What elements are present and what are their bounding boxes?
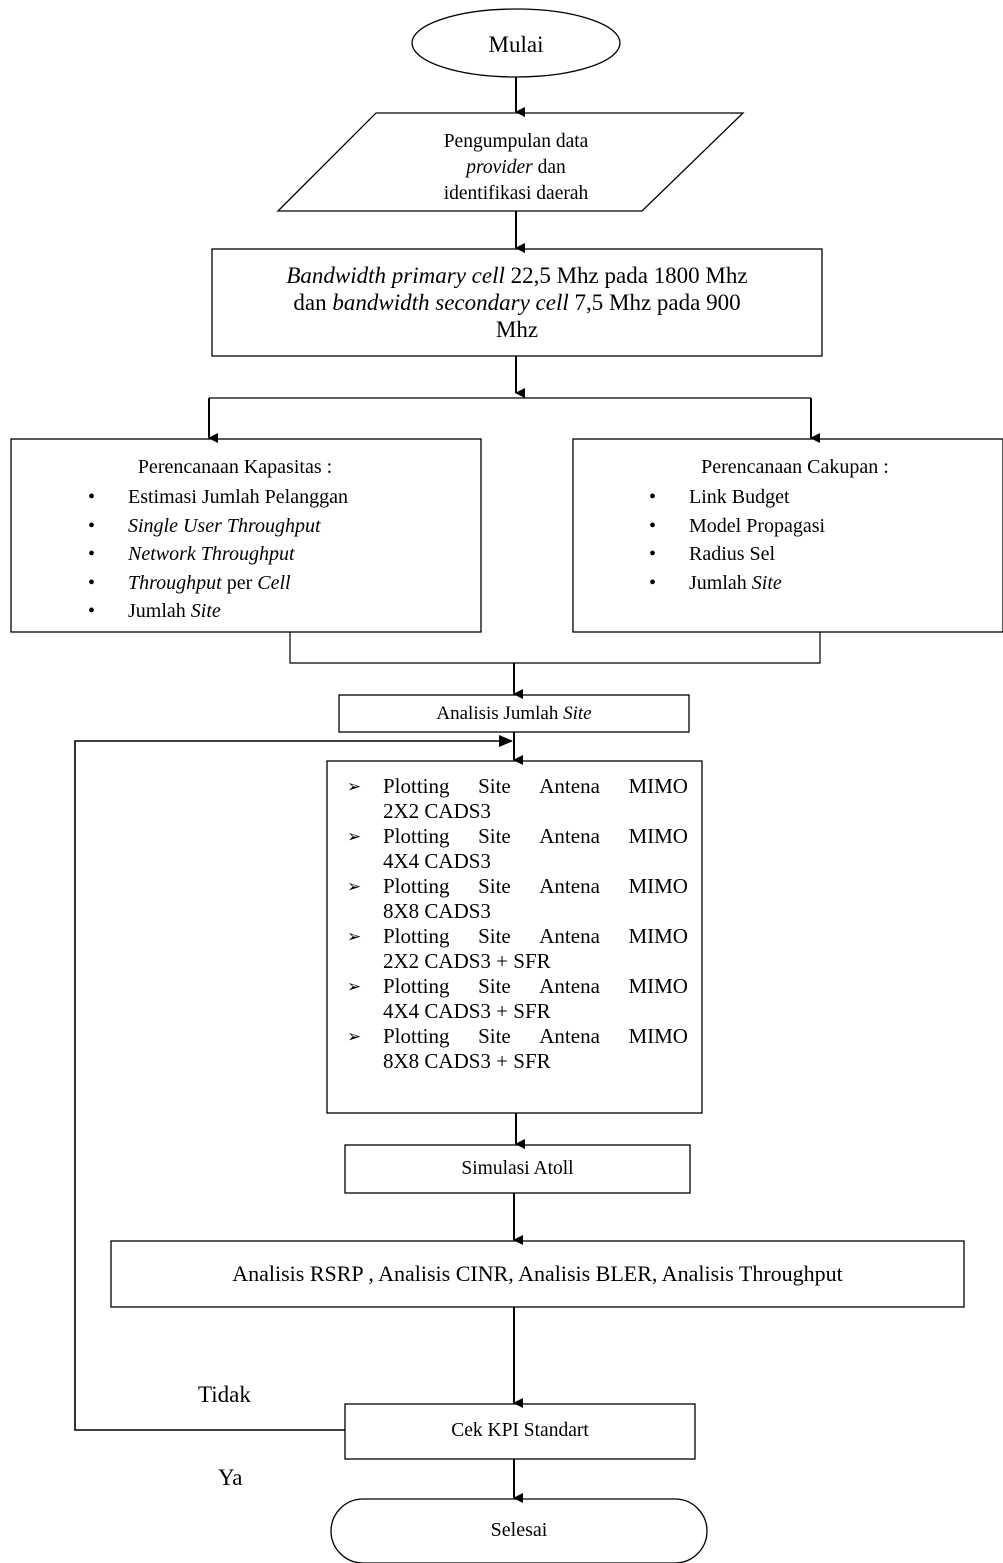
arrow-bullet-icon: ➢ xyxy=(347,1027,362,1046)
bullet-icon: • xyxy=(88,571,96,594)
bullet-icon: • xyxy=(649,543,657,565)
merge-line xyxy=(289,632,821,664)
coverage-item: •Model Propagasi xyxy=(649,512,825,541)
bullet-icon: • xyxy=(649,514,657,537)
bullet-icon: • xyxy=(649,571,657,594)
bandwidth-line-1: Bandwidth primary cell 22,5 Mhz pada 180… xyxy=(214,262,820,289)
feedback-loop-line xyxy=(74,735,513,1431)
simulation-text: Simulasi Atoll xyxy=(461,1158,574,1179)
analysis-box xyxy=(110,1240,965,1308)
capacity-item: •Single User Throughput xyxy=(88,512,348,541)
coverage-title: Perencanaan Cakupan : xyxy=(701,456,889,478)
analysis-text: Analisis RSRP , Analisis CINR, Analisis … xyxy=(232,1261,843,1286)
data-collection-line-3: identifikasi daerah xyxy=(443,183,589,204)
arrow-bullet-icon: ➢ xyxy=(347,927,362,946)
start-label: Mulai xyxy=(488,32,544,57)
bullet-icon: • xyxy=(88,514,96,537)
bandwidth-secondary-value: 7,5 Mhz pada 900 xyxy=(574,290,741,315)
bandwidth-primary-label: Bandwidth primary cell xyxy=(286,263,505,288)
coverage-item: •Link Budget xyxy=(649,483,825,512)
bullet-icon: • xyxy=(88,486,96,508)
kpi-check-text: Cek KPI Standart xyxy=(451,1420,589,1441)
data-collection-text: Pengumpulan data provider dan identifika… xyxy=(376,129,656,207)
yes-label: Ya xyxy=(218,1465,243,1490)
and-word: dan xyxy=(537,157,566,178)
coverage-list: •Link Budget •Model Propagasi •Radius Se… xyxy=(649,483,825,598)
capacity-box xyxy=(10,438,482,633)
bullet-icon: • xyxy=(649,486,657,508)
data-collection-shape xyxy=(276,112,745,212)
bandwidth-primary-value: 22,5 Mhz pada 1800 Mhz xyxy=(510,263,748,288)
bandwidth-line-3: Mhz xyxy=(495,317,539,342)
bullet-icon: • xyxy=(88,543,96,565)
capacity-item: •Throughput per Cell xyxy=(88,569,348,598)
bullet-icon: • xyxy=(88,600,96,622)
arrow-bullet-icon: ➢ xyxy=(347,827,362,846)
capacity-item: •Jumlah Site xyxy=(88,597,348,626)
coverage-item: •Jumlah Site xyxy=(649,569,825,598)
capacity-item: •Estimasi Jumlah Pelanggan xyxy=(88,483,348,512)
end-label: Selesai xyxy=(490,1519,548,1541)
no-label: Tidak xyxy=(198,1382,251,1407)
capacity-title: Perencanaan Kapasitas : xyxy=(137,456,333,478)
capacity-item: •Network Throughput xyxy=(88,540,348,569)
arrow-bullet-icon: ➢ xyxy=(347,977,362,996)
data-collection-line-1: Pengumpulan data xyxy=(443,131,589,152)
arrow-bullet-icon: ➢ xyxy=(347,777,362,796)
provider-word: provider xyxy=(466,157,533,178)
site-analysis-text: Analisis Jumlah Site xyxy=(436,703,592,724)
arrow-bullet-icon: ➢ xyxy=(347,877,362,896)
bandwidth-text: Bandwidth primary cell 22,5 Mhz pada 180… xyxy=(214,262,820,343)
coverage-box xyxy=(572,438,1003,633)
bandwidth-line-2: dan bandwidth secondary cell 7,5 Mhz pad… xyxy=(214,289,820,316)
bandwidth-secondary-label: bandwidth secondary cell xyxy=(332,290,569,315)
bandwidth-and: dan xyxy=(293,290,327,315)
coverage-item: •Radius Sel xyxy=(649,540,825,569)
capacity-list: •Estimasi Jumlah Pelanggan •Single User … xyxy=(88,483,348,626)
data-collection-line-2: provider dan xyxy=(376,155,656,181)
